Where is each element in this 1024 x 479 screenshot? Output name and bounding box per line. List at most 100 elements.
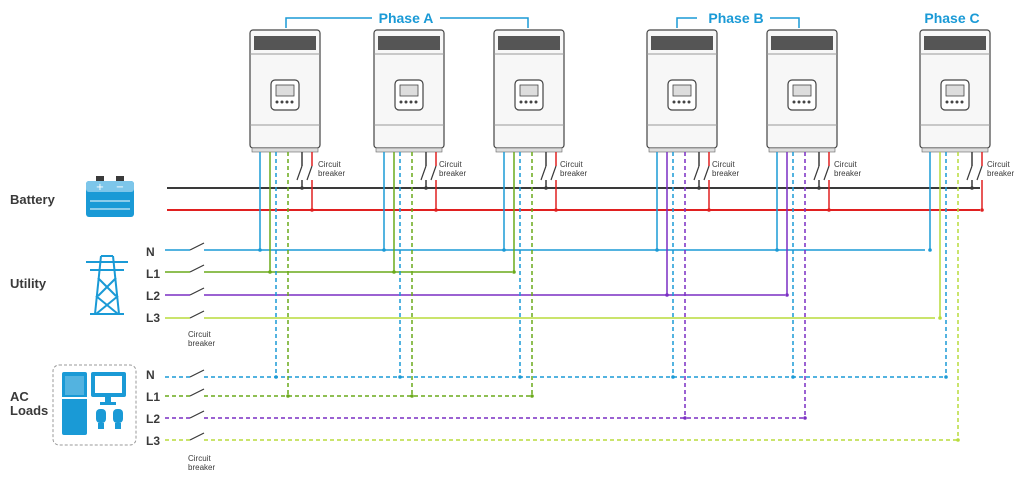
junction-dot <box>530 394 534 398</box>
inverter-button <box>797 100 801 104</box>
inv6-breaker-label-line1: Circuit <box>987 160 1010 169</box>
junction-dot <box>554 208 558 212</box>
load-l1-switch <box>189 388 205 397</box>
junction-dot <box>274 375 278 379</box>
inverter-5 <box>766 29 838 153</box>
junction-dot <box>817 186 821 190</box>
inv6-breaker-label-line2: breaker <box>987 169 1014 178</box>
load-breaker-label-line1: Circuit <box>188 454 211 463</box>
junction-dot <box>683 416 687 420</box>
inverter-button <box>399 100 403 104</box>
junction-dot <box>944 375 948 379</box>
inverter-button <box>960 100 964 104</box>
inv1-breaker-label-line2: breaker <box>318 169 345 178</box>
lightbulb-icon <box>96 409 123 429</box>
inv5-breaker-label-line1: Circuit <box>834 160 857 169</box>
inverter-button <box>519 100 523 104</box>
junction-dot <box>424 186 428 190</box>
inverter-6-batt-pos-breaker <box>976 165 983 181</box>
inverter-3 <box>493 29 565 153</box>
inverter-terminal <box>251 147 319 153</box>
inverter-6-batt-neg-breaker <box>966 165 973 181</box>
junction-dot <box>928 248 932 252</box>
load-n-switch <box>189 369 205 378</box>
inverter-2 <box>373 29 445 153</box>
inverter-button <box>792 100 796 104</box>
junction-dot <box>268 270 272 274</box>
inverter-vent <box>254 36 316 50</box>
phase-c-label: Phase C <box>924 10 979 26</box>
junction-dot <box>827 208 831 212</box>
inverter-terminal <box>375 147 443 153</box>
junction-dot <box>258 248 262 252</box>
junction-dot <box>286 394 290 398</box>
ac-loads-box <box>52 364 137 446</box>
inverter-5-batt-pos-breaker <box>823 165 830 181</box>
inverter-4-batt-pos-breaker <box>703 165 710 181</box>
junction-dot <box>518 375 522 379</box>
inverter-button <box>687 100 691 104</box>
inverter-button <box>682 100 686 104</box>
inverter-display-screen <box>945 84 965 97</box>
inverter-button <box>414 100 418 104</box>
inverter-button <box>409 100 413 104</box>
inv3-breaker-label-line1: Circuit <box>560 160 583 169</box>
inverter-button <box>672 100 676 104</box>
load-n-label: N <box>146 368 155 382</box>
inverter-button <box>677 100 681 104</box>
junction-dot <box>665 293 669 297</box>
inv4-breaker-label-line2: breaker <box>712 169 739 178</box>
junction-dot <box>697 186 701 190</box>
inverter-1-batt-neg-breaker <box>296 165 303 181</box>
utility-breaker-label-line2: breaker <box>188 339 215 348</box>
junction-dot <box>791 375 795 379</box>
inverter-button <box>529 100 533 104</box>
junction-dot <box>398 375 402 379</box>
refrigerator-icon <box>62 372 87 435</box>
inverter-vent <box>498 36 560 50</box>
inverter-button <box>807 100 811 104</box>
load-l3-switch <box>189 432 205 441</box>
junction-dot <box>970 186 974 190</box>
inv2-breaker-label-line1: Circuit <box>439 160 462 169</box>
load-breaker-label-line2: breaker <box>188 463 215 472</box>
junction-dot <box>803 416 807 420</box>
junction-dot <box>938 316 942 320</box>
wiring <box>165 152 984 442</box>
junction-dot <box>671 375 675 379</box>
svg-text:−: − <box>116 182 124 193</box>
inverter-2-batt-pos-breaker <box>430 165 437 181</box>
junction-dot <box>502 248 506 252</box>
junction-dot <box>785 293 789 297</box>
inv1-breaker-label-line1: Circuit <box>318 160 341 169</box>
inverter-vent <box>924 36 986 50</box>
junction-dot <box>434 208 438 212</box>
junction-dot <box>392 270 396 274</box>
utility-breaker-label-line1: Circuit <box>188 330 211 339</box>
utility-l1-label: L1 <box>146 267 160 281</box>
junction-dot <box>980 208 984 212</box>
inverter-vent <box>651 36 713 50</box>
inverter-button <box>945 100 949 104</box>
junction-dot <box>956 438 960 442</box>
inverter-display-screen <box>275 84 295 97</box>
monitor-icon <box>91 372 126 405</box>
ac-loads-label-line2: Loads <box>10 403 48 418</box>
inverter-button <box>524 100 528 104</box>
ac-loads-label-line1: AC <box>10 389 29 404</box>
junction-dot <box>382 248 386 252</box>
inverter-button <box>534 100 538 104</box>
phase-a-label: Phase A <box>379 10 434 26</box>
inverter-terminal <box>648 147 716 153</box>
inverter-display-screen <box>399 84 419 97</box>
utility-l1-switch <box>189 264 205 273</box>
inverter-3-batt-pos-breaker <box>550 165 557 181</box>
inv3-breaker-label-line2: breaker <box>560 169 587 178</box>
inverter-4 <box>646 29 718 153</box>
junction-dot <box>512 270 516 274</box>
load-l2-label: L2 <box>146 412 160 426</box>
inverter-vent <box>771 36 833 50</box>
phase-brackets <box>285 17 800 28</box>
utility-l2-label: L2 <box>146 289 160 303</box>
inverter-vent <box>378 36 440 50</box>
